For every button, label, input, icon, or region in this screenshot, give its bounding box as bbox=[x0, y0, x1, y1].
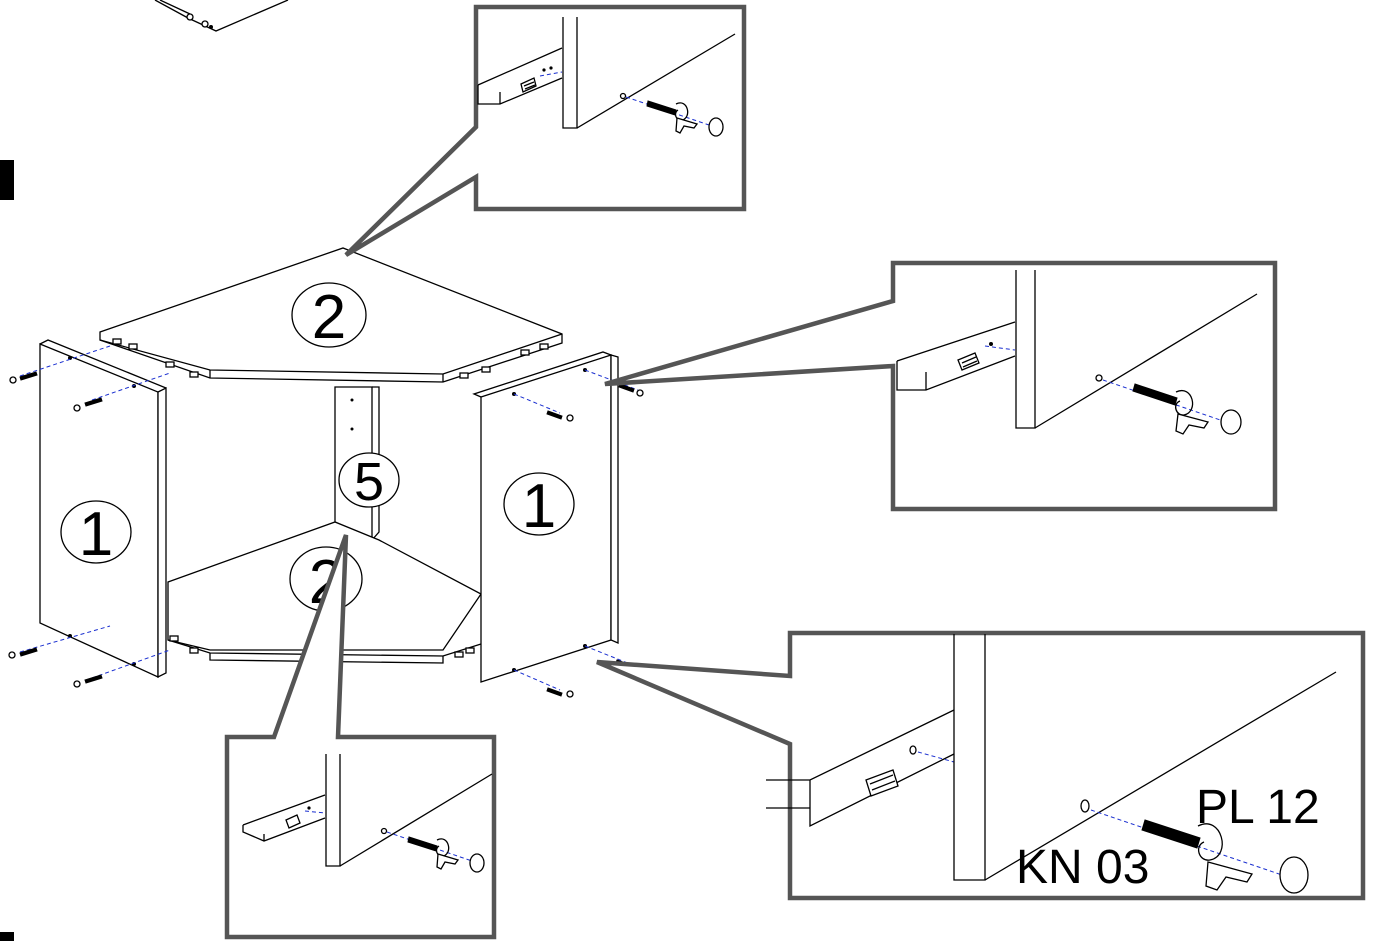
part-label-top-shelf: 2 bbox=[291, 282, 367, 352]
svg-text:1: 1 bbox=[79, 500, 113, 569]
screw-code-label: KN 03 bbox=[1016, 841, 1149, 894]
previous-step-fragment bbox=[154, 0, 289, 32]
plug-icon bbox=[1197, 823, 1223, 861]
plug-code-label: PL 12 bbox=[1196, 781, 1320, 834]
detail-callout-top bbox=[344, 4, 747, 257]
detail-callout-right-lower: PL 12 KN 03 bbox=[596, 630, 1366, 901]
svg-text:2: 2 bbox=[312, 283, 346, 352]
part-label-back-panel: 5 bbox=[338, 452, 400, 512]
step-marker-bottom bbox=[0, 932, 14, 941]
step-marker-top bbox=[0, 160, 14, 200]
screw-icon bbox=[8, 371, 103, 688]
svg-text:5: 5 bbox=[354, 452, 384, 512]
part-label-right-side: 1 bbox=[503, 472, 575, 541]
detail-callout-right-upper bbox=[604, 260, 1278, 512]
detail-callout-bottom bbox=[224, 534, 497, 940]
part-label-left-side: 1 bbox=[60, 500, 132, 569]
svg-text:1: 1 bbox=[522, 472, 556, 541]
